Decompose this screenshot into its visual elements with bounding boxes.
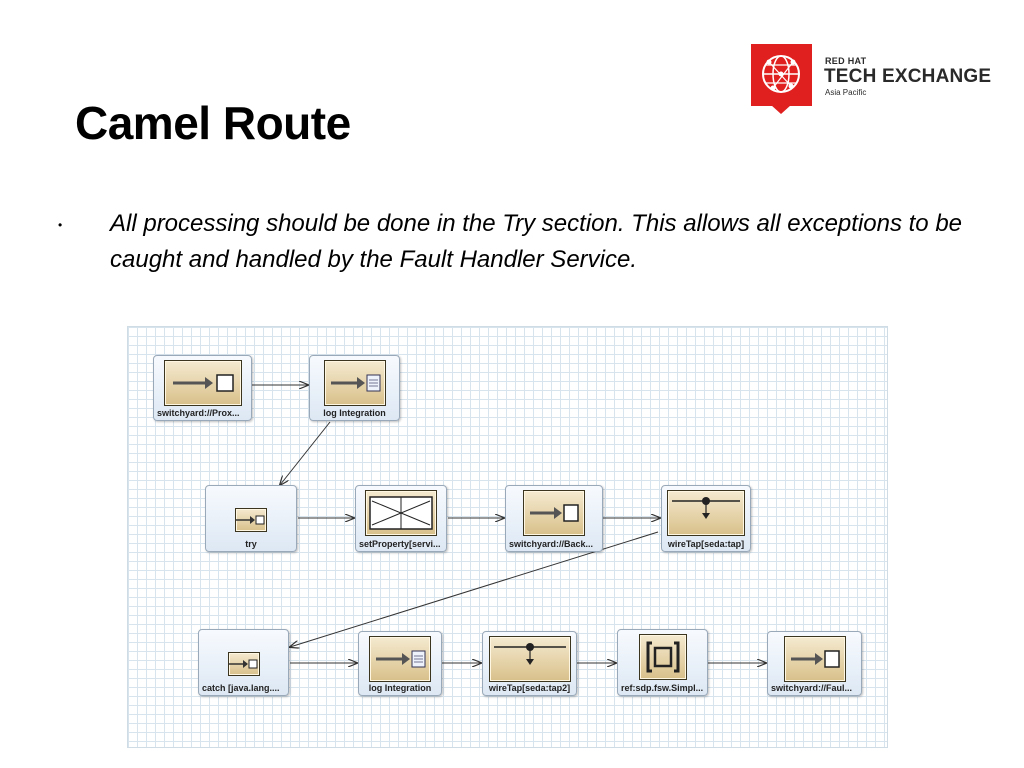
logo-line3: Asia Pacific xyxy=(825,88,867,97)
node-label: log Integration xyxy=(368,683,432,693)
red-hat-tech-exchange-logo: RED HAT TECH EXCHANGE Asia Pacific xyxy=(751,44,1001,116)
set-property-icon xyxy=(365,490,437,536)
logo-badge-tip xyxy=(771,105,791,114)
node-wiretap-1[interactable]: wireTap[seda:tap] xyxy=(661,485,751,552)
connections-layer xyxy=(251,327,887,747)
logo-line1: RED HAT xyxy=(825,56,867,66)
wiretap-icon xyxy=(488,636,571,682)
node-label: setProperty[servi... xyxy=(359,539,441,549)
node-label: catch [java.lang.... xyxy=(202,683,280,693)
node-wiretap-2[interactable]: wireTap[seda:tap2] xyxy=(482,631,577,696)
try-icon xyxy=(235,508,267,532)
node-label: wireTap[seda:tap] xyxy=(667,539,745,549)
log-icon xyxy=(323,360,386,406)
camel-route-diagram: switchyard://Prox... log Integration try… xyxy=(127,326,888,748)
globe-network-icon xyxy=(751,44,812,106)
node-switchyard-proxy[interactable]: switchyard://Prox... xyxy=(153,355,252,421)
node-label: try xyxy=(245,539,257,549)
node-label: ref:sdp.fsw.Simpl... xyxy=(621,683,704,693)
catch-icon xyxy=(227,652,260,676)
node-label: switchyard://Prox... xyxy=(157,408,240,418)
node-log-integration-2[interactable]: log Integration xyxy=(358,631,442,696)
node-label: switchyard://Back... xyxy=(509,539,594,549)
endpoint-icon xyxy=(163,360,242,406)
node-try[interactable]: try xyxy=(205,485,297,552)
node-label: log Integration xyxy=(323,408,386,418)
node-label: wireTap[seda:tap2] xyxy=(488,683,571,693)
slide-title: Camel Route xyxy=(75,97,351,149)
log-icon xyxy=(369,636,431,682)
endpoint-icon xyxy=(783,636,846,682)
bullet-marker: • xyxy=(58,218,63,232)
logo-line2: TECH EXCHANGE xyxy=(824,66,992,87)
wiretap-icon xyxy=(667,490,745,536)
node-catch[interactable]: catch [java.lang.... xyxy=(198,629,289,696)
node-switchyard-backend[interactable]: switchyard://Back... xyxy=(505,485,603,552)
endpoint-icon xyxy=(523,490,585,536)
node-set-property[interactable]: setProperty[servi... xyxy=(355,485,447,552)
node-log-integration-1[interactable]: log Integration xyxy=(309,355,400,421)
node-switchyard-fault[interactable]: switchyard://Faul... xyxy=(767,631,862,696)
node-bean-ref[interactable]: ref:sdp.fsw.Simpl... xyxy=(617,629,708,696)
node-label: switchyard://Faul... xyxy=(771,683,853,693)
bullet-text: All processing should be done in the Try… xyxy=(110,210,963,273)
bean-ref-icon xyxy=(638,634,687,680)
connector-2-3 xyxy=(280,421,331,485)
